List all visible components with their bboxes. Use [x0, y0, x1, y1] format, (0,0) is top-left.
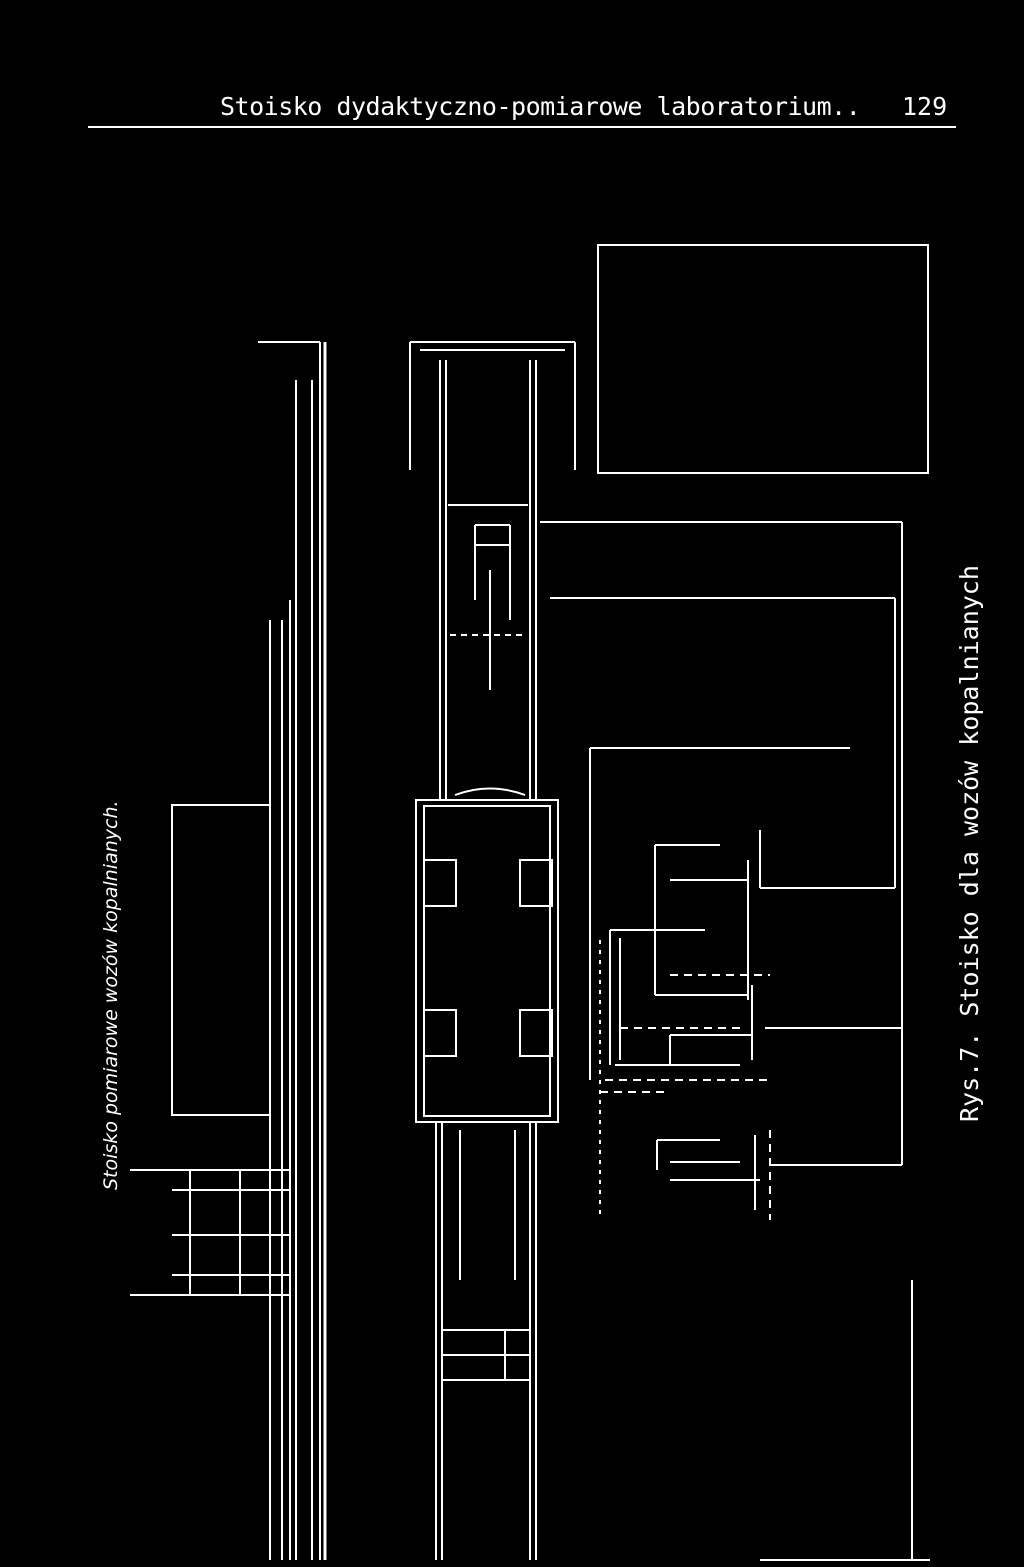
weighing-platform: [171, 804, 271, 1116]
central-track-bottom: [435, 1122, 537, 1560]
figure-caption: Rys.7. Stoisko dla wozów kopalnianych: [955, 565, 984, 1122]
cabinet-box: [597, 244, 929, 474]
central-track-top: [409, 341, 576, 800]
drive-assembly: [760, 1280, 930, 1561]
drawing-title: Stoisko pomiarowe wozów kopalnianych.: [100, 800, 122, 1190]
page-number: 129: [902, 92, 948, 121]
header-rule: [88, 126, 956, 128]
wiring: [540, 521, 903, 1220]
left-bottom-grid: [130, 1169, 290, 1296]
mine-car: [415, 787, 559, 1123]
left-rails: [258, 341, 327, 1560]
running-header: Stoisko dydaktyczno-pomiarowe laboratori…: [220, 92, 861, 121]
